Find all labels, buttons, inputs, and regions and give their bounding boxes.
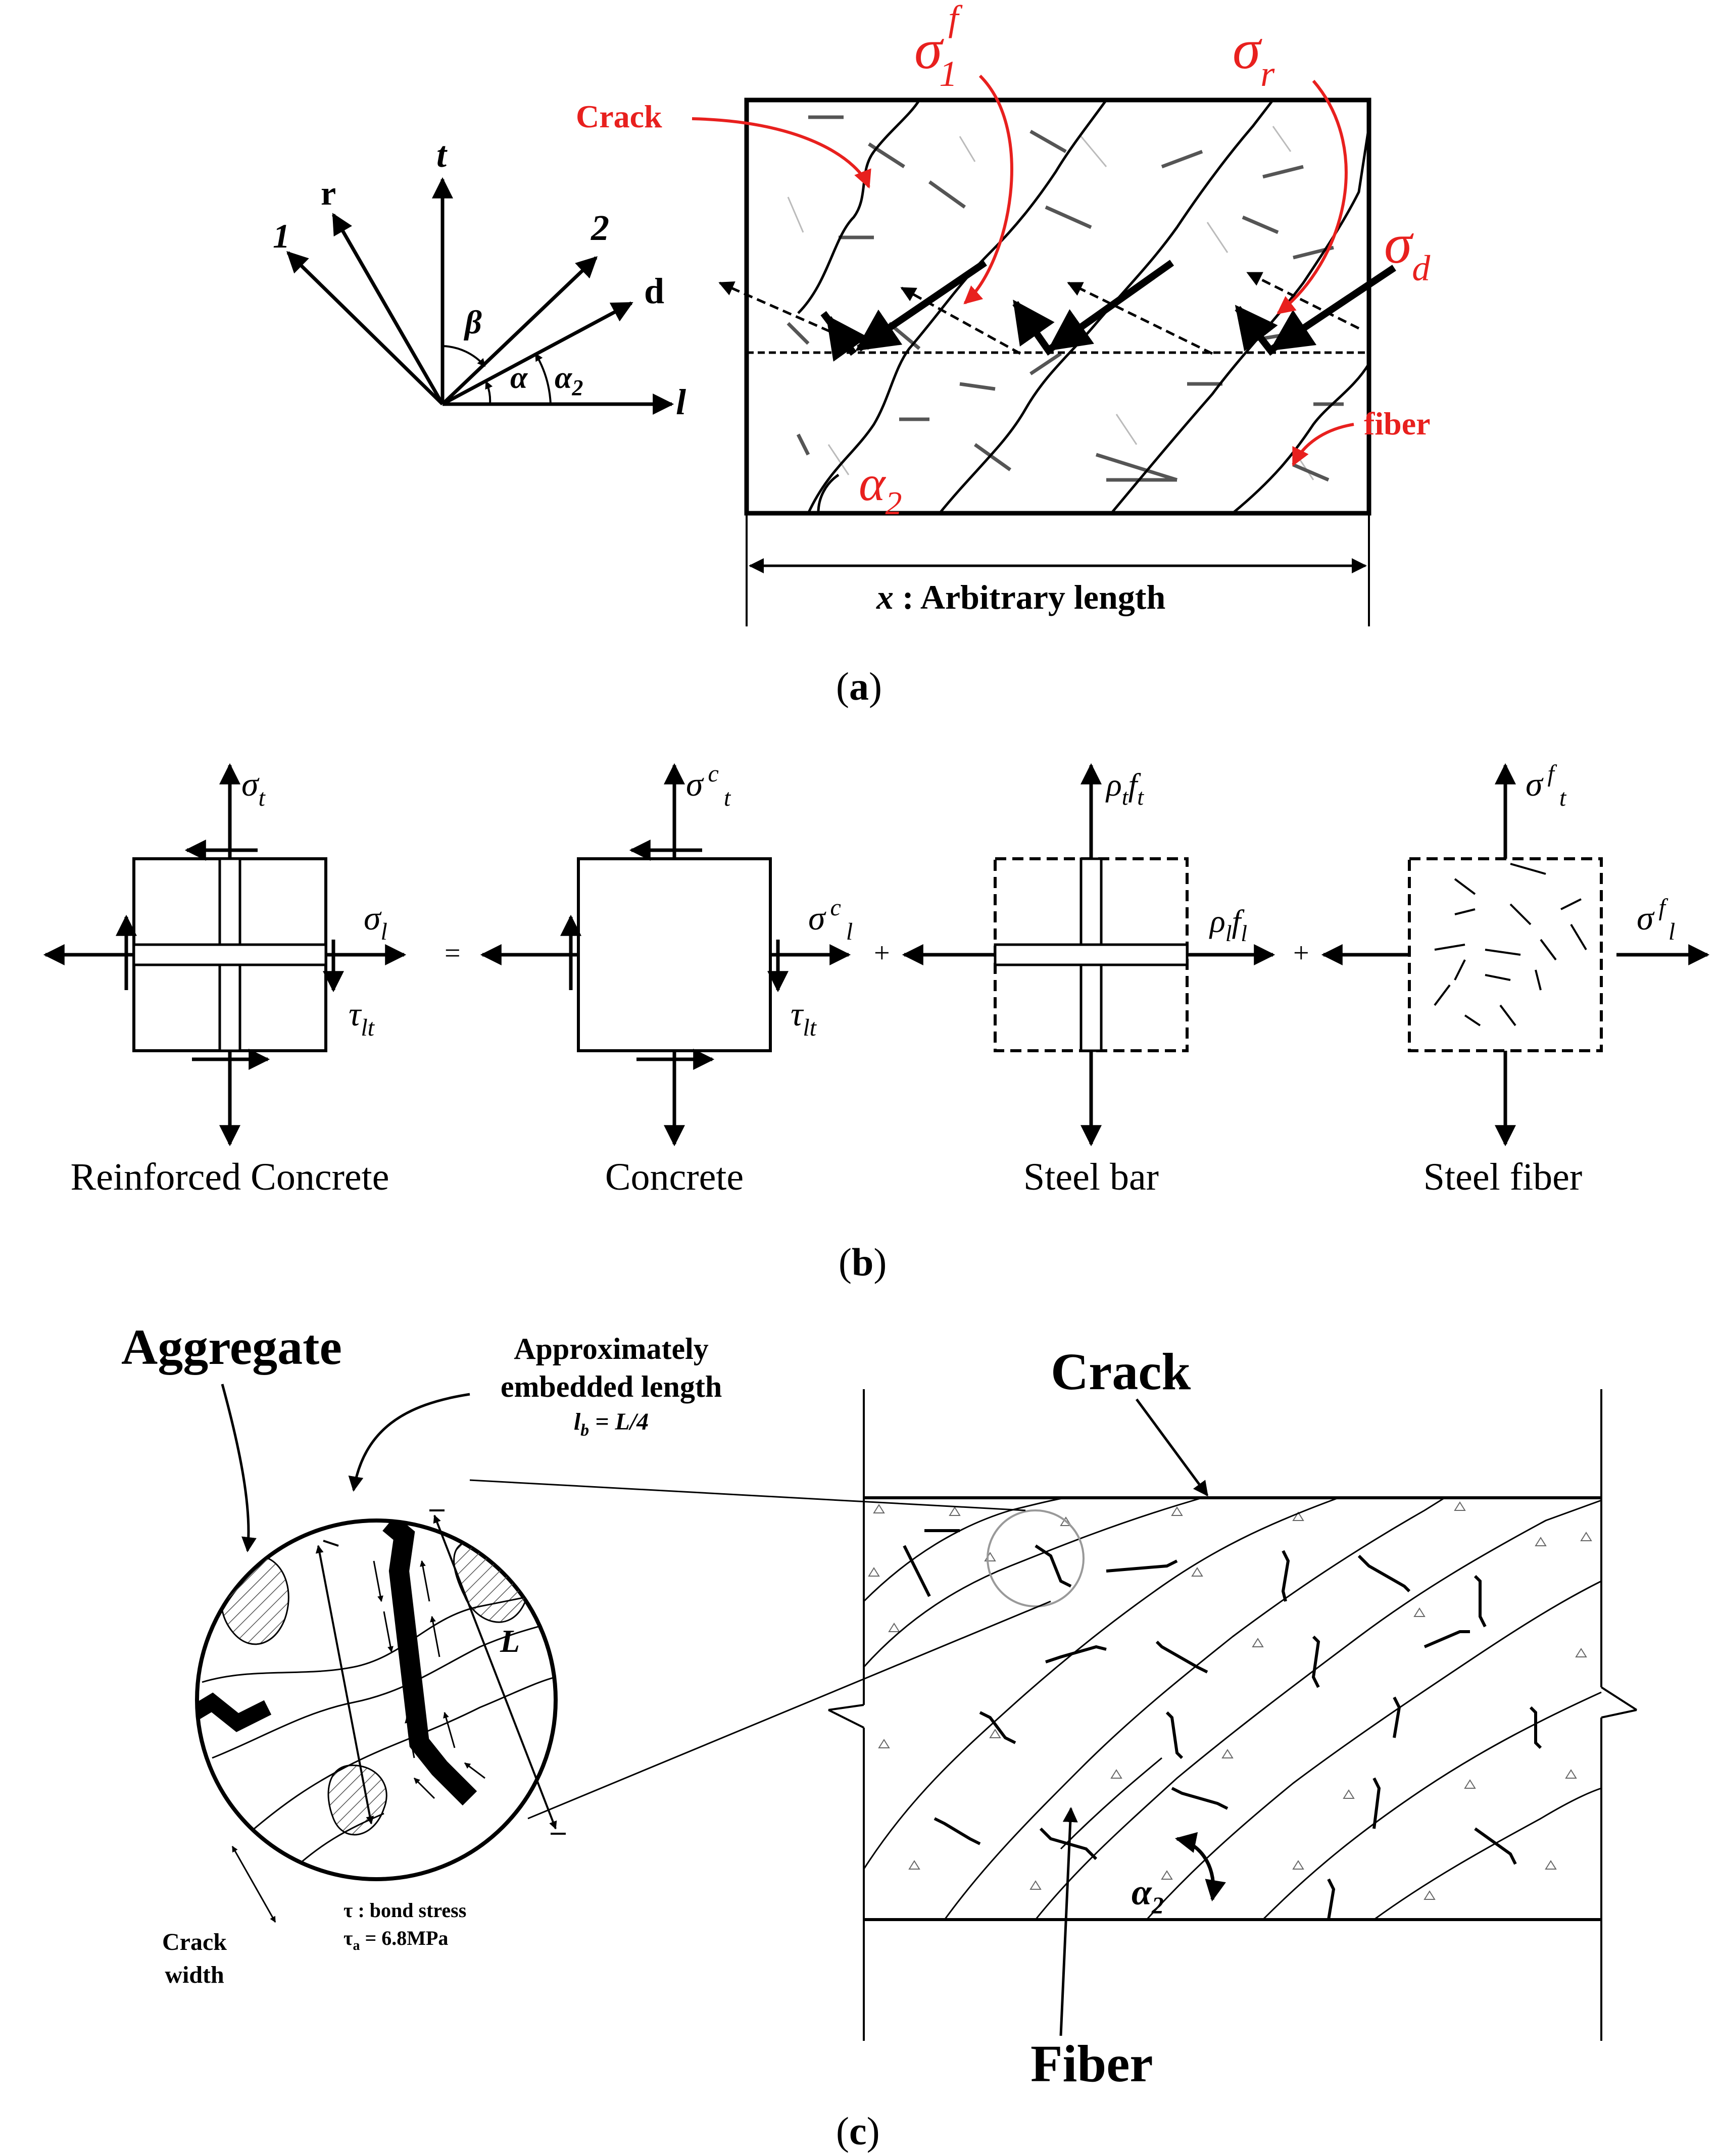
crack-pointer-c bbox=[1135, 1398, 1209, 1497]
re-label: Reinforced Concrete bbox=[71, 1156, 389, 1198]
crack-pointer bbox=[692, 117, 871, 189]
panel-a: 1 r t 2 d l β α α2 bbox=[273, 0, 1431, 708]
embedded-line1: Approximately bbox=[514, 1332, 709, 1365]
length-dimension bbox=[746, 513, 1370, 626]
residual-stress-arrows bbox=[718, 271, 1360, 355]
angle-alpha2-label: α2 bbox=[555, 361, 583, 400]
axis-d-label: d bbox=[644, 271, 664, 311]
bar-label: Steel bar bbox=[1023, 1156, 1159, 1198]
re-right-stress: σl bbox=[364, 899, 387, 945]
bond-stress-line1: τ : bond stress bbox=[343, 1899, 466, 1922]
specimen-outline bbox=[744, 97, 1371, 516]
embedded-formula: lb = L/4 bbox=[574, 1408, 649, 1440]
operator-plus-1: + bbox=[874, 938, 890, 969]
angle-beta-label: β bbox=[463, 304, 482, 341]
alpha2-specimen-arc bbox=[817, 473, 840, 514]
axis-2-arrow bbox=[441, 256, 598, 406]
beta-arc bbox=[442, 345, 486, 367]
concrete-shear-stress: τlt bbox=[791, 995, 817, 1041]
axis-t-label: t bbox=[436, 134, 448, 175]
sigma-r-label: σr bbox=[1233, 18, 1275, 94]
caption-b: (b) bbox=[839, 1240, 887, 1284]
cracked-specimen bbox=[718, 97, 1396, 516]
caption-c: (c) bbox=[836, 2109, 880, 2153]
crack-width-line2: width bbox=[165, 1962, 224, 1988]
fiber-segments bbox=[787, 115, 1344, 482]
sigma1f-label: σ1f bbox=[914, 0, 963, 94]
element-reinforced-concrete: σt σl τlt Reinforced Concrete bbox=[43, 763, 407, 1198]
alpha2-arc-c bbox=[1174, 1832, 1226, 1902]
element-steel-bar: ρtft ρlfl Steel bar bbox=[902, 763, 1275, 1198]
crack-label-c: Crack bbox=[1051, 1343, 1191, 1401]
axes-diagram bbox=[286, 177, 674, 415]
embedded-line2: embedded length bbox=[501, 1370, 722, 1403]
principal-stress-arrows bbox=[820, 260, 1396, 362]
operator-plus-2: + bbox=[1293, 938, 1309, 969]
bar-right-stress: ρlfl bbox=[1209, 903, 1247, 946]
aggregate-pointer bbox=[221, 1384, 257, 1552]
sigma1f-pointer bbox=[963, 74, 1013, 305]
concrete-label: Concrete bbox=[605, 1156, 744, 1198]
beam-section bbox=[469, 1389, 1638, 2041]
operator-equals: = bbox=[445, 938, 461, 969]
alpha-arc bbox=[485, 380, 493, 405]
fiber-pointer bbox=[1292, 423, 1354, 467]
re-top-stress: σt bbox=[241, 765, 266, 811]
alpha2-specimen-label: α2 bbox=[859, 455, 902, 522]
length-L-label: L bbox=[500, 1623, 520, 1659]
zoom-line-top bbox=[469, 1479, 1026, 1511]
side-fiber bbox=[197, 1692, 272, 1732]
sigma-r-pointer bbox=[1277, 80, 1348, 315]
panel-c: L τ : bond stress τa = 6.8MPa Aggregate … bbox=[121, 1319, 1638, 2153]
bar-top-stress: ρtft bbox=[1105, 767, 1144, 810]
axis-2-label: 2 bbox=[591, 208, 609, 248]
axis-l-label: l bbox=[676, 382, 686, 422]
fiber-label-c: Fiber bbox=[1030, 2035, 1153, 2093]
magnify-source-circle bbox=[987, 1509, 1085, 1607]
embedded-pointer bbox=[348, 1393, 470, 1492]
crack-width-marker bbox=[231, 1845, 276, 1923]
crack-label: Crack bbox=[576, 99, 662, 134]
re-shear-stress: τlt bbox=[349, 995, 375, 1041]
zoom-line-bottom bbox=[527, 1600, 1051, 1820]
magnified-detail: L τ : bond stress τa = 6.8MPa bbox=[195, 1509, 642, 1953]
length-label: x : Arbitrary length bbox=[876, 578, 1165, 616]
axis-r-arrow bbox=[331, 213, 445, 405]
crack-width-line1: Crack bbox=[162, 1929, 227, 1955]
sigma-d-label: σd bbox=[1384, 213, 1431, 288]
fiber-label: fiber bbox=[1364, 406, 1431, 442]
axis-1-arrow bbox=[286, 251, 444, 406]
alpha2-label-c: α2 bbox=[1132, 1872, 1164, 1919]
steel-fiber-label: Steel fiber bbox=[1424, 1156, 1582, 1198]
alpha2-arc bbox=[534, 353, 552, 405]
red-annotation-arrows bbox=[692, 74, 1354, 467]
caption-a: (a) bbox=[836, 664, 882, 708]
aggregate-particle bbox=[221, 1555, 289, 1645]
axis-r-label: r bbox=[321, 174, 336, 212]
side-fiber bbox=[561, 1667, 642, 1687]
axis-1-label: 1 bbox=[273, 217, 290, 255]
angle-alpha-label: α bbox=[510, 361, 528, 395]
aggregate-label: Aggregate bbox=[121, 1319, 342, 1375]
bond-stress-line2: τa = 6.8MPa bbox=[343, 1927, 448, 1953]
fiber-pointer-c bbox=[1059, 1807, 1078, 2036]
